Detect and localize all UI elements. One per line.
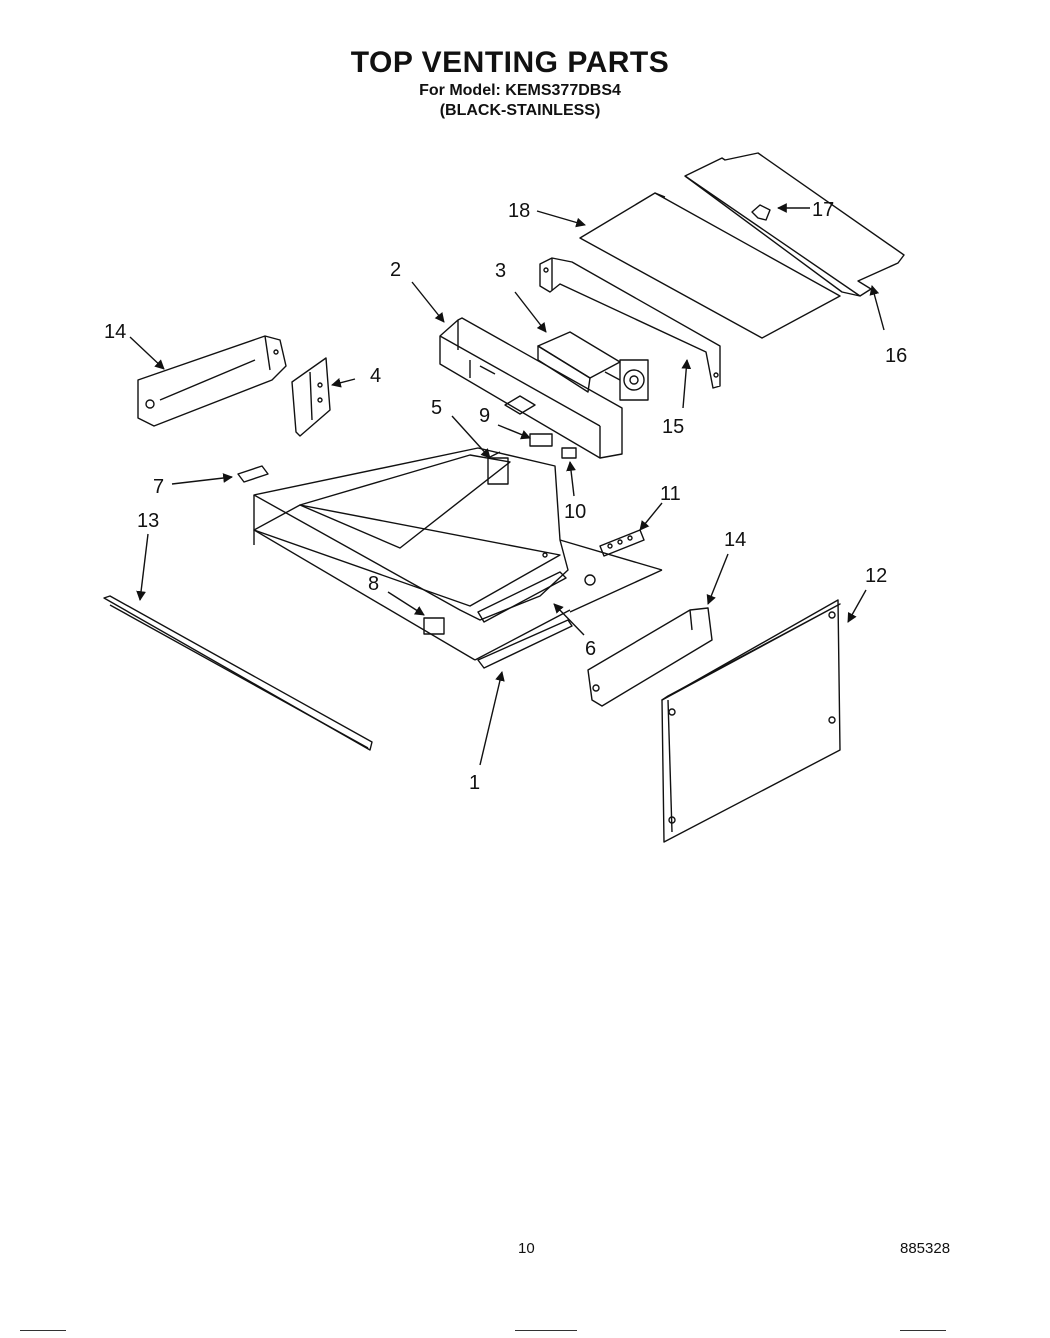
part-3-blower xyxy=(537,331,649,401)
scan-mark xyxy=(20,1330,66,1331)
part-17-clip xyxy=(751,204,771,221)
main-duct-plate xyxy=(253,447,663,661)
callout-17: 17 xyxy=(812,199,834,221)
part-14-right-bracket xyxy=(587,607,713,707)
callout-11: 11 xyxy=(660,483,681,505)
part-9-switch xyxy=(529,433,553,447)
callout-18: 18 xyxy=(508,200,530,222)
part-18-cover xyxy=(579,192,841,339)
callout-15: 15 xyxy=(662,416,684,438)
part-1-lip xyxy=(477,619,573,669)
callout-6: 6 xyxy=(585,638,596,660)
diagram-title: TOP VENTING PARTS xyxy=(350,46,670,79)
part-7-clip xyxy=(237,465,269,483)
part-10-fuse xyxy=(561,447,577,459)
callout-1: 1 xyxy=(469,772,480,794)
scan-mark xyxy=(900,1330,946,1331)
callout-14-right: 14 xyxy=(724,529,746,551)
part-2-vent-duct xyxy=(439,317,623,459)
part-13-trim xyxy=(103,595,373,751)
callout-8: 8 xyxy=(368,573,379,595)
part-6-channel xyxy=(477,571,567,623)
callout-16: 16 xyxy=(885,345,907,367)
finish-line: (BLACK-STAINLESS) xyxy=(439,102,601,119)
page-number: 10 xyxy=(518,1240,535,1257)
callout-4: 4 xyxy=(370,365,381,387)
callout-14-left: 14 xyxy=(104,321,126,343)
callout-2: 2 xyxy=(390,259,401,281)
callout-9: 9 xyxy=(479,405,490,427)
callout-7: 7 xyxy=(153,476,164,498)
callout-3: 3 xyxy=(495,260,506,282)
part-11-terminal-block xyxy=(599,529,645,557)
callout-10: 10 xyxy=(564,501,586,523)
part-4-small-bracket xyxy=(291,357,331,437)
scan-mark xyxy=(515,1330,577,1331)
part-16-top-panel xyxy=(684,152,905,297)
callout-13: 13 xyxy=(137,510,159,532)
callout-12: 12 xyxy=(865,565,887,587)
part-14-left-bracket xyxy=(137,335,287,427)
part-12-front-panel xyxy=(661,599,841,843)
callout-5: 5 xyxy=(431,397,442,419)
part-15-rear-bracket xyxy=(539,257,721,389)
part-8-clip xyxy=(423,617,445,635)
model-line: For Model: KEMS377DBS4 xyxy=(419,82,621,99)
part-5-bracket xyxy=(487,451,509,485)
document-code: 885328 xyxy=(900,1240,951,1257)
